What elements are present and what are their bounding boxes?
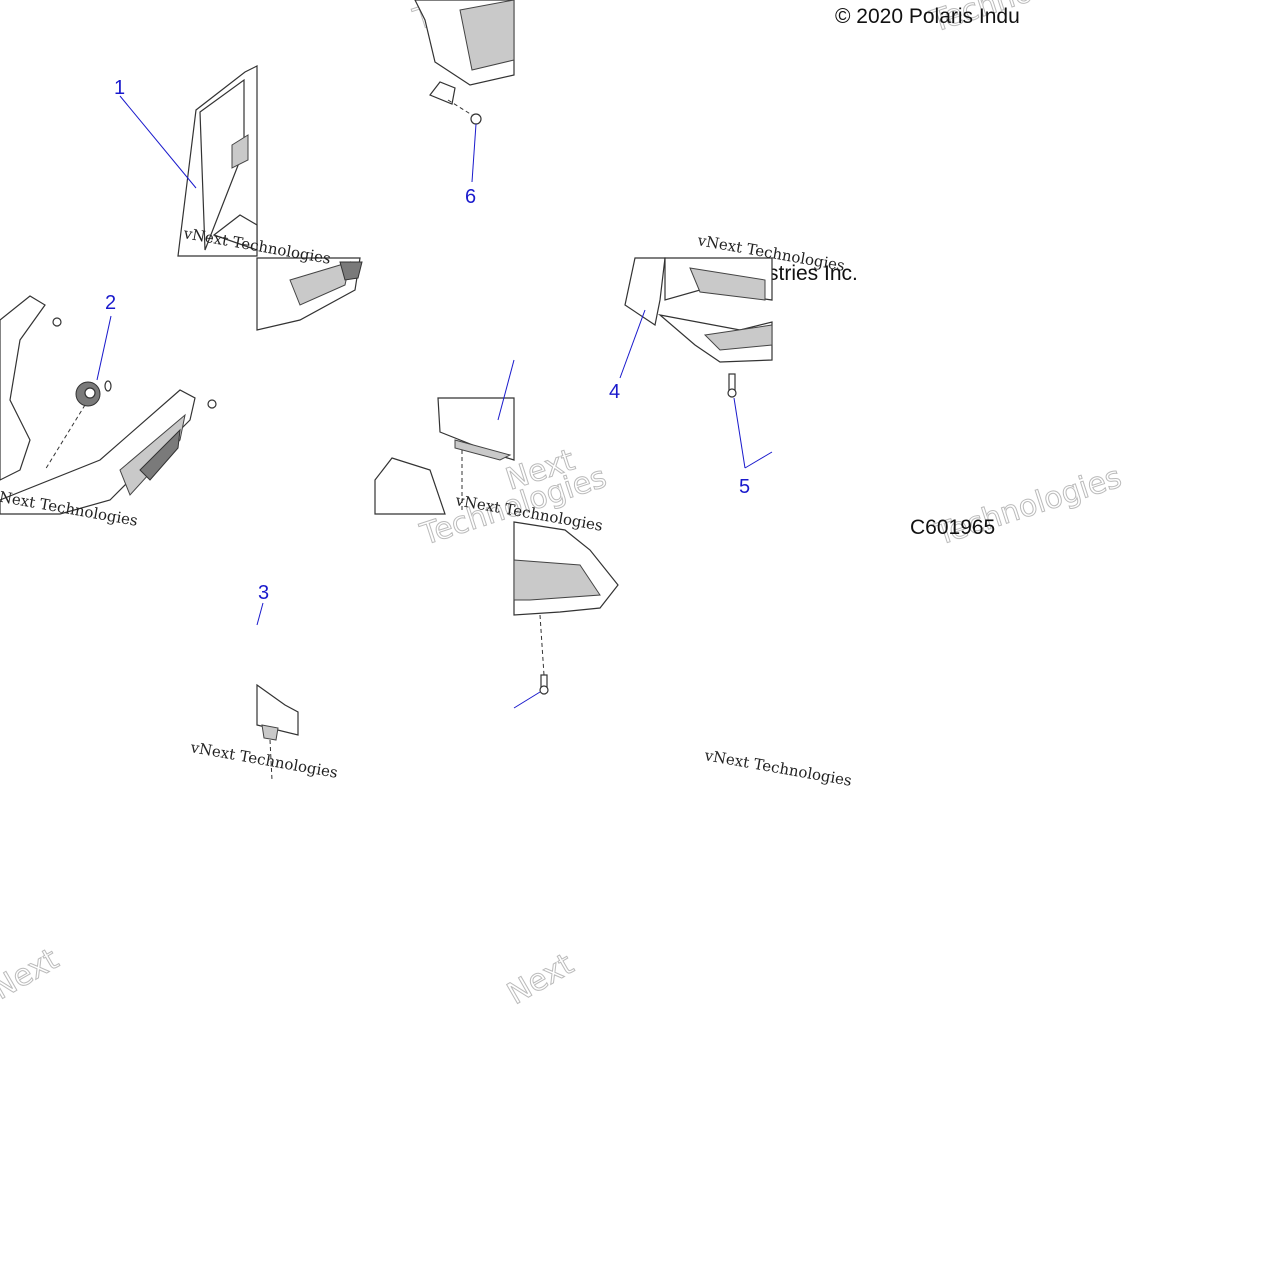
callout-6: 6 bbox=[465, 186, 476, 208]
leader-1 bbox=[119, 95, 197, 189]
watermark-next-3: Next bbox=[502, 947, 580, 1012]
watermark-large: Technologies Technologies Technologies T… bbox=[0, 0, 1126, 1012]
leader-4 bbox=[619, 309, 646, 379]
part-3-lower-assembly: 3 bbox=[256, 521, 619, 781]
callout-1: 1 bbox=[114, 77, 125, 99]
leader-6 bbox=[471, 123, 477, 183]
leader-2 bbox=[96, 315, 112, 381]
leader-3-upper bbox=[497, 359, 515, 421]
part-1-side-panel: 1 bbox=[114, 65, 258, 257]
leader-5-left bbox=[733, 397, 746, 469]
center-panel-assembly bbox=[256, 257, 515, 515]
callout-2: 2 bbox=[105, 292, 116, 314]
callout-3: 3 bbox=[258, 582, 269, 604]
part-6-fastener-area: 6 bbox=[414, 0, 515, 208]
part-4-part-5-assembly: 4 5 bbox=[609, 257, 773, 498]
figure-code: C601965 bbox=[910, 516, 995, 539]
callout-5: 5 bbox=[739, 476, 750, 498]
copyright-line-1: © 2020 Polaris Indu bbox=[835, 5, 1020, 28]
copyright-line-2: stries Inc. bbox=[768, 262, 858, 285]
leader-3-lower bbox=[513, 691, 541, 709]
watermark-serif-6: vNext Technologies bbox=[702, 746, 853, 790]
leader-5-right bbox=[744, 451, 773, 469]
callout-4: 4 bbox=[609, 381, 620, 403]
part-2-bracket-assembly: 2 bbox=[0, 292, 217, 515]
watermark-next-2: Next bbox=[0, 942, 65, 1007]
watermark-serif-5: vNext Technologies bbox=[188, 738, 339, 782]
leader-3 bbox=[256, 602, 264, 626]
